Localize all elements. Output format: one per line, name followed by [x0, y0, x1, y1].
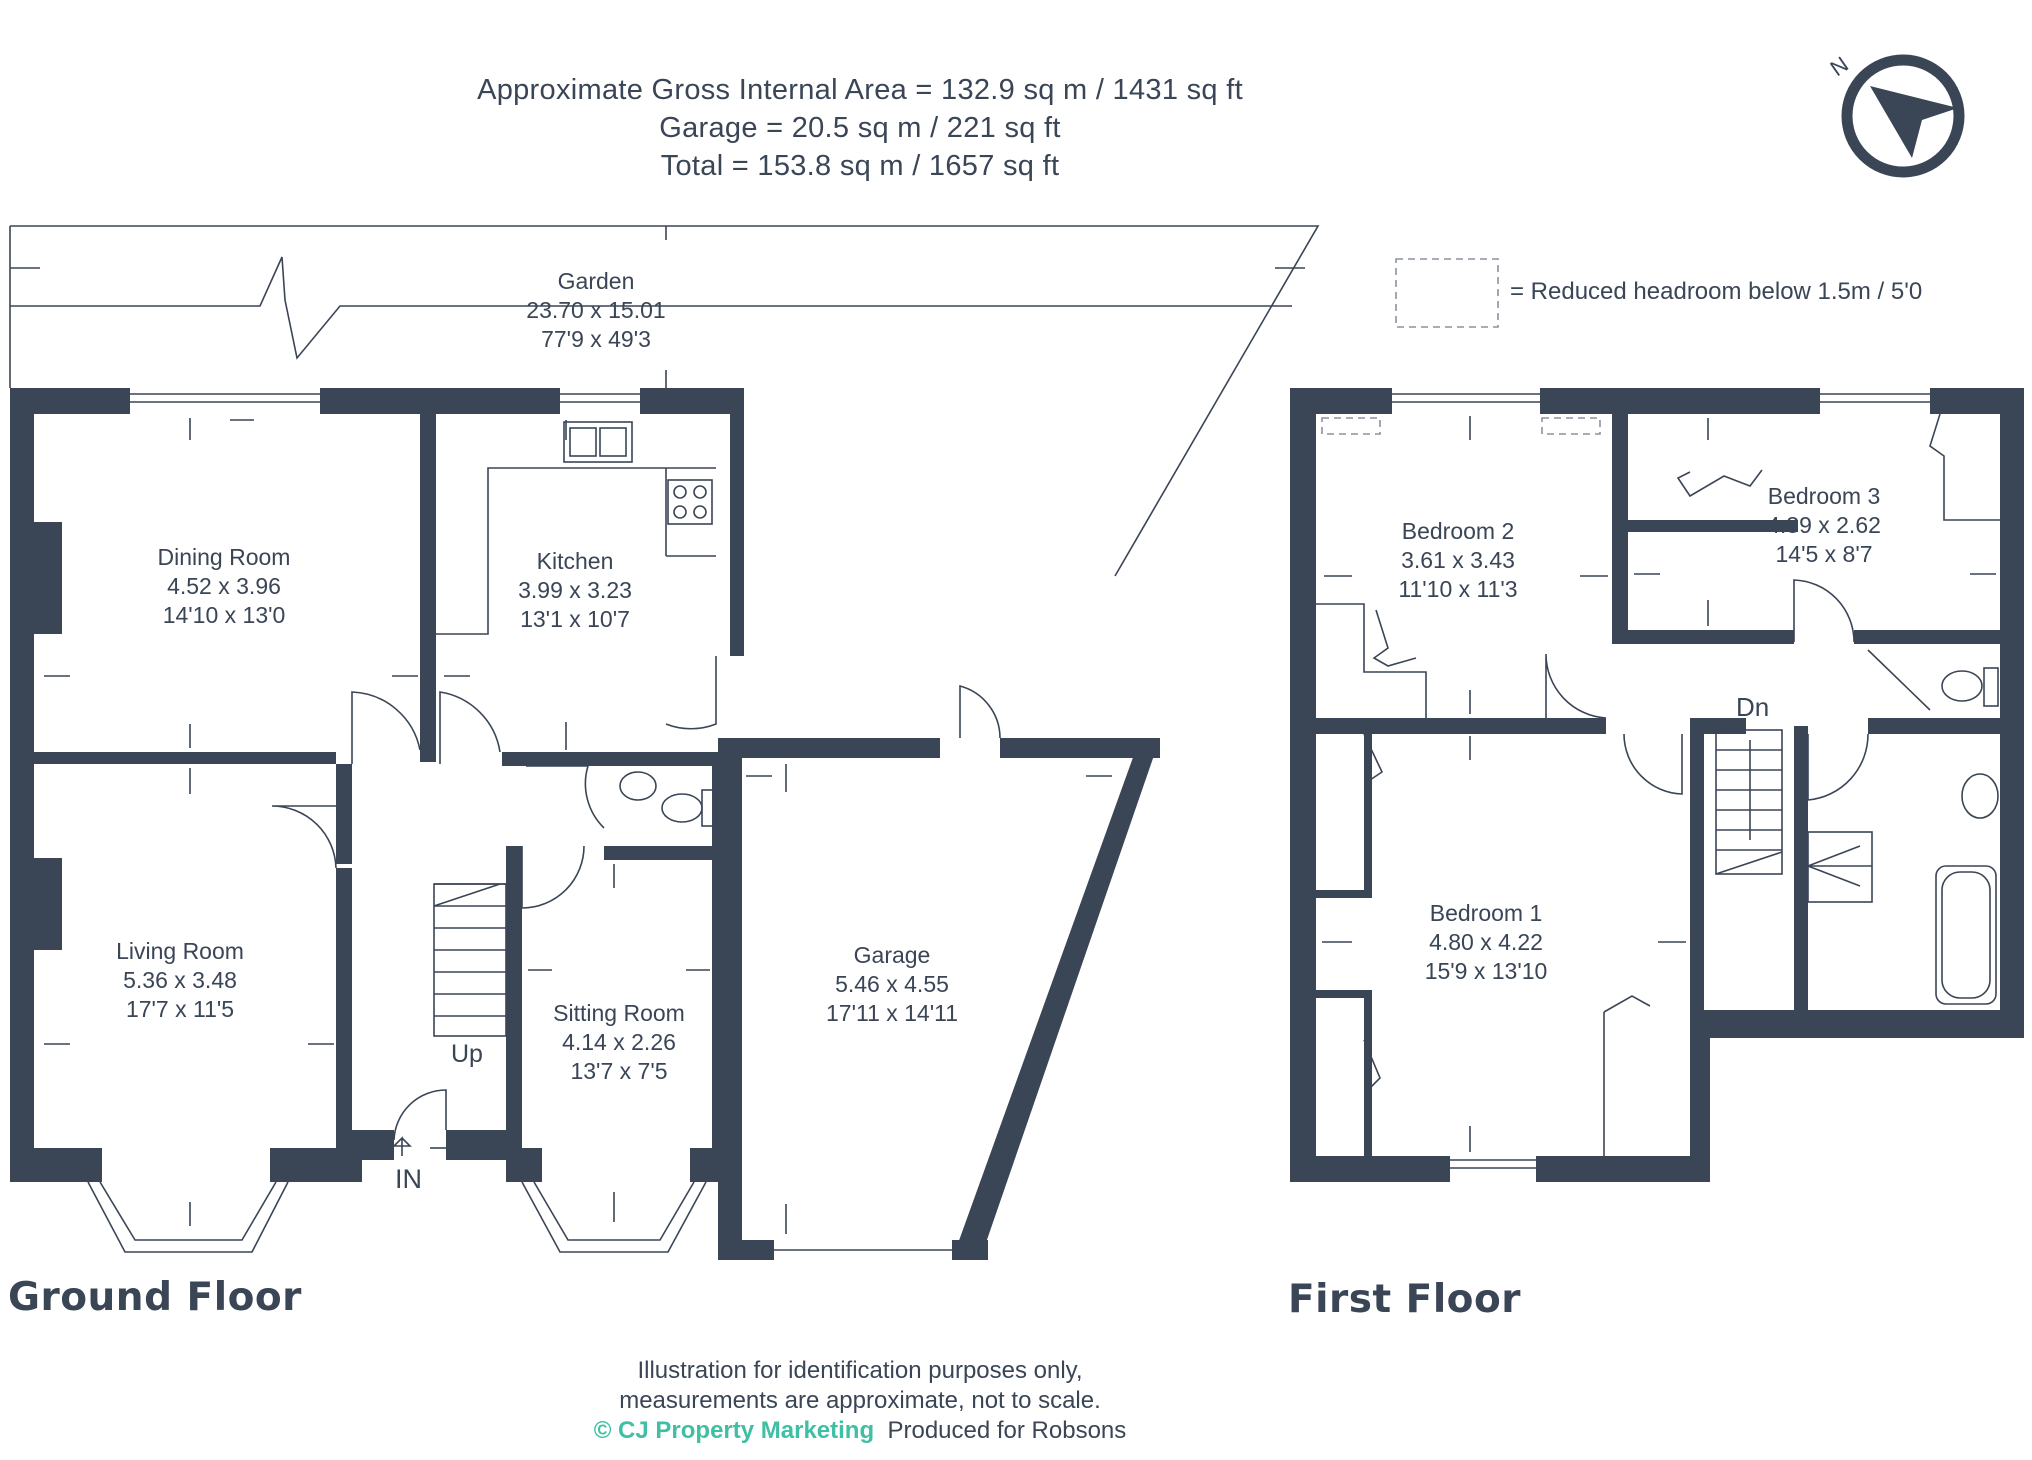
room-label-garage: Garage 5.46 x 4.55 17'11 x 14'11 [826, 941, 958, 1028]
room-metric: 4.80 x 4.22 [1429, 929, 1543, 955]
room-metric: 4.14 x 2.26 [562, 1029, 676, 1055]
stairs-down-label: Dn [1736, 692, 1770, 722]
first-floor-walls [1290, 388, 2024, 1182]
room-metric: 4.39 x 2.62 [1767, 512, 1881, 538]
room-imperial: 14'10 x 13'0 [162, 602, 286, 628]
room-label-garden: Garden 23.70 x 15.01 77'9 x 49'3 [526, 267, 665, 354]
room-name: Bedroom 3 [1767, 483, 1881, 509]
room-name: Garden [557, 268, 635, 294]
room-label-dining-room: Dining Room 4.52 x 3.96 14'10 x 13'0 [158, 543, 291, 630]
room-label-sitting-room: Sitting Room 4.14 x 2.26 13'7 x 7'5 [553, 999, 685, 1086]
area-line-garage: Garage = 20.5 sq m / 221 sq ft [659, 112, 1061, 144]
brand-credit: © CJ Property Marketing [593, 1417, 875, 1444]
disclaimer-line-1: Illustration for identification purposes… [637, 1357, 1083, 1384]
disclaimer-line-2: measurements are approximate, not to sca… [619, 1387, 1101, 1414]
room-label-living-room: Living Room 5.36 x 3.48 17'7 x 11'5 [116, 937, 244, 1024]
room-name: Sitting Room [553, 1000, 685, 1026]
room-imperial: 14'5 x 8'7 [1775, 541, 1873, 567]
reduced-headroom-legend-text: = Reduced headroom below 1.5m / 5'0 [1510, 278, 1923, 305]
ground-floor-walls [10, 388, 1160, 1260]
room-label-bedroom-1: Bedroom 1 4.80 x 4.22 15'9 x 13'10 [1425, 899, 1548, 986]
room-metric: 5.36 x 3.48 [123, 967, 237, 993]
entrance-label: IN [395, 1164, 422, 1194]
compass-north-label: N [1826, 52, 1853, 82]
garden-outline [9, 225, 1320, 577]
ground-floor-windows [130, 393, 640, 1149]
room-metric: 4.52 x 3.96 [167, 573, 281, 599]
room-imperial: 11'10 x 11'3 [1398, 576, 1518, 602]
first-floor-windows [1321, 393, 2011, 1169]
room-imperial: 17'7 x 11'5 [125, 996, 235, 1022]
room-name: Kitchen [536, 548, 614, 574]
room-label-bedroom-3: Bedroom 3 4.39 x 2.62 14'5 x 8'7 [1767, 482, 1881, 569]
area-line-total: Total = 153.8 sq m / 1657 sq ft [660, 150, 1060, 182]
room-metric: 23.70 x 15.01 [526, 297, 666, 323]
first-floor-title: First Floor [1288, 1277, 1522, 1322]
room-name: Living Room [116, 938, 244, 964]
ground-floor-title: Ground Floor [8, 1275, 302, 1320]
room-label-bedroom-2: Bedroom 2 3.61 x 3.43 11'10 x 11'3 [1398, 517, 1517, 604]
room-name: Bedroom 1 [1429, 900, 1543, 926]
room-imperial: 13'7 x 7'5 [570, 1058, 668, 1084]
ground-floor-doors [271, 656, 1001, 1141]
area-line-gross: Approximate Gross Internal Area = 132.9 … [477, 74, 1243, 106]
room-name: Garage [853, 942, 931, 968]
room-imperial: 15'9 x 13'10 [1424, 958, 1548, 984]
room-imperial: 17'11 x 14'11 [826, 1000, 958, 1026]
room-name: Dining Room [157, 544, 291, 570]
ground-floor-stairs [392, 883, 507, 1156]
produced-for-credit: Produced for Robsons [887, 1417, 1127, 1444]
reduced-headroom-legend-box [1395, 258, 1499, 328]
room-label-kitchen: Kitchen 3.99 x 3.23 13'1 x 10'7 [518, 547, 632, 634]
room-metric: 3.61 x 3.43 [1401, 547, 1515, 573]
stairs-up-label: Up [451, 1040, 483, 1068]
kitchen-fittings [436, 421, 716, 635]
credits-line: © CJ Property Marketing Produced for Rob… [0, 1416, 1720, 1446]
first-floor-doors [1363, 413, 2000, 1089]
first-floor-dimension-arrows [1322, 416, 1996, 1152]
room-metric: 5.46 x 4.55 [835, 971, 949, 997]
room-imperial: 13'1 x 10'7 [520, 606, 630, 632]
room-name: Bedroom 2 [1401, 518, 1515, 544]
ground-floor-dimension-arrows [44, 418, 1112, 1234]
first-floor-stairs [1715, 729, 1783, 875]
room-metric: 3.99 x 3.23 [518, 577, 632, 603]
compass-icon: N [1826, 52, 1965, 178]
room-imperial: 77'9 x 49'3 [541, 326, 651, 352]
